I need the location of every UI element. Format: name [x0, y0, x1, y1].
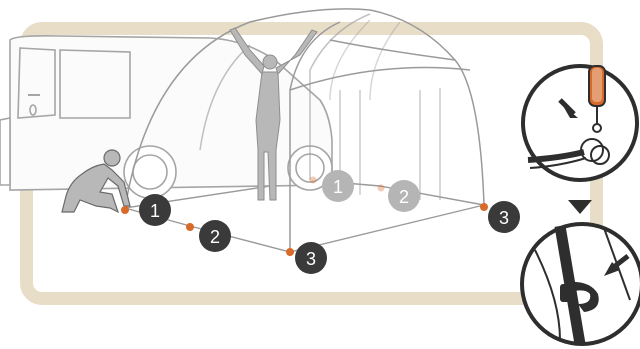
ground-footprint: [125, 180, 484, 252]
step-badge-3-right: 3: [488, 201, 520, 233]
step-badge-2: 2: [199, 220, 231, 252]
step-number: 3: [306, 249, 316, 269]
peg-dot: [480, 203, 488, 211]
step-number: 1: [333, 177, 343, 197]
peg-dot-faded: [310, 177, 317, 184]
step-number: 2: [399, 187, 409, 207]
step-badge-1: 1: [139, 194, 171, 226]
peg-and-ring-detail-icon: [523, 66, 637, 180]
down-triangle-arrow-icon: [568, 200, 592, 214]
step-number: 3: [499, 208, 509, 228]
step-badge-2-faded: 2: [388, 180, 420, 212]
peg-dot: [286, 248, 294, 256]
step-badge-1-faded: 1: [322, 170, 354, 202]
pole-hook-detail-icon: [522, 224, 640, 344]
van-outline-icon: [0, 36, 332, 198]
peg-dot: [121, 206, 129, 214]
step-number: 1: [150, 201, 160, 221]
step-number: 2: [210, 227, 220, 247]
peg-dot: [186, 223, 194, 231]
peg-dot-faded: [378, 185, 385, 192]
step-badge-3-front: 3: [295, 242, 327, 274]
